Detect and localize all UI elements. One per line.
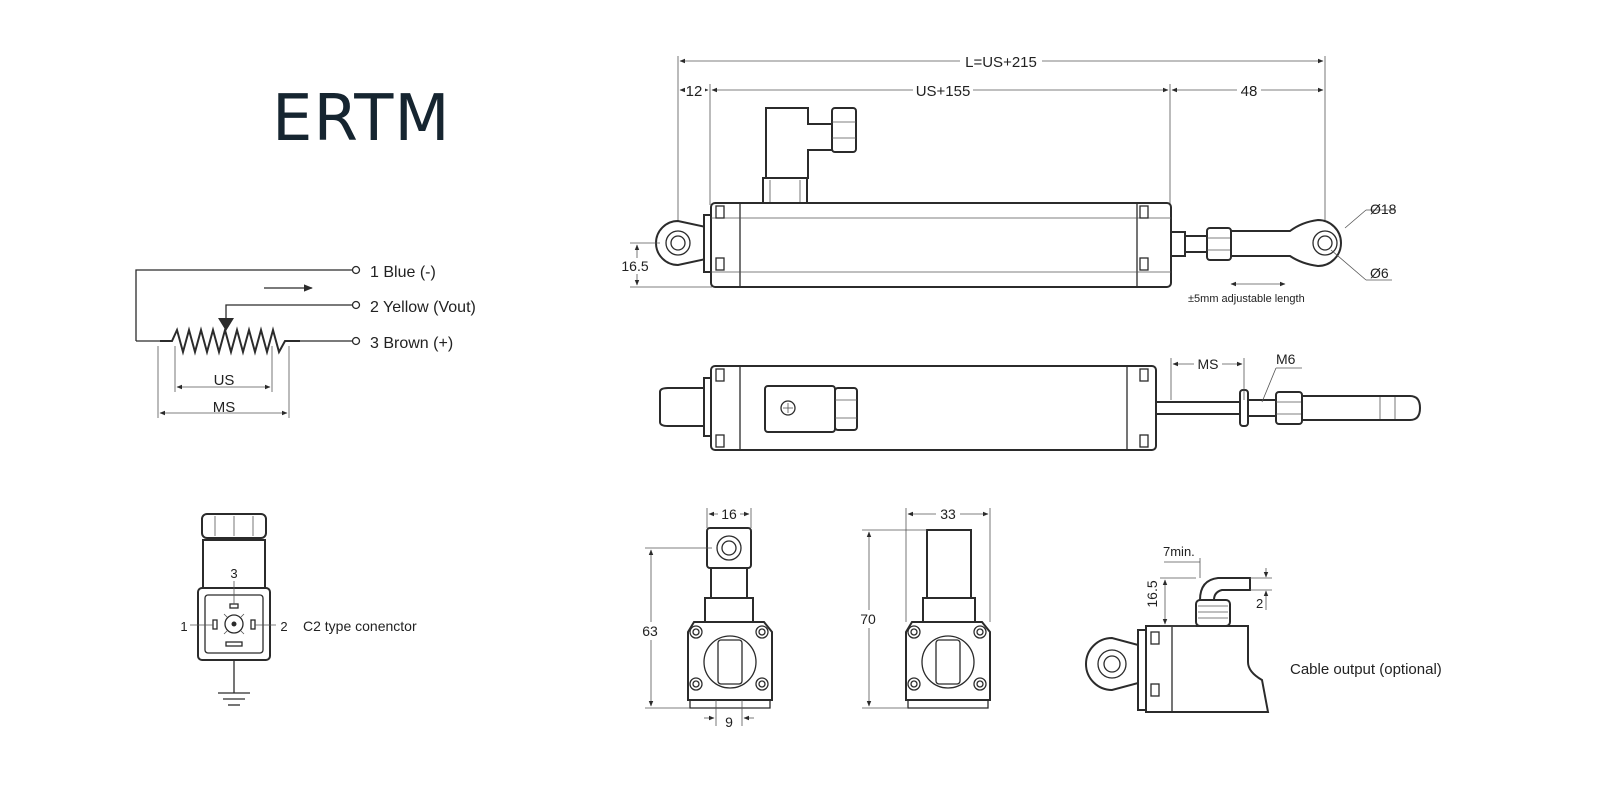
pin-3-terminal bbox=[351, 336, 361, 346]
side-view: L=US+215 12 US+155 48 bbox=[617, 52, 1397, 305]
side-connector-elbow bbox=[765, 107, 833, 179]
connector-pin-1-label: 1 bbox=[180, 619, 187, 634]
resistor-zigzag bbox=[160, 326, 300, 356]
end-view-2-width: 33 bbox=[940, 506, 956, 522]
top-left-eye bbox=[659, 387, 707, 427]
connector-pin-3-label: 3 bbox=[230, 566, 237, 581]
pin-3-label: 3 Brown (+) bbox=[370, 335, 453, 352]
side-housing bbox=[710, 202, 1172, 288]
left-offset-label: 12 bbox=[686, 83, 703, 100]
cable-view-height: 16.5 bbox=[1144, 580, 1160, 607]
cable-gland bbox=[1195, 599, 1231, 627]
side-rod bbox=[1170, 231, 1186, 257]
connector-label: C2 type conenctor bbox=[303, 618, 417, 634]
overall-length-label: L=US+215 bbox=[965, 54, 1037, 71]
pin-2-label: 2 Yellow (Vout) bbox=[370, 299, 476, 316]
right-rod-eye bbox=[1230, 218, 1342, 268]
end-view-1-bottom: 9 bbox=[725, 714, 733, 730]
thread-label: M6 bbox=[1276, 351, 1296, 367]
adjustable-length-note: ±5mm adjustable length bbox=[1188, 293, 1305, 305]
end-view-2-connector bbox=[926, 529, 972, 599]
cable bbox=[1198, 577, 1251, 601]
cable-output-view: 16.5 7min. 2 Cable output (optional) bbox=[1085, 544, 1442, 713]
c2-connector: 3 1 2 C2 type conenctor bbox=[180, 513, 417, 706]
eye-outer-diameter: Ø18 bbox=[1370, 201, 1397, 217]
pin-2-terminal bbox=[351, 300, 361, 310]
stroke-length-label: US+155 bbox=[916, 83, 971, 100]
end-view-2: 33 70 bbox=[856, 506, 991, 709]
connector-ground-pin bbox=[225, 641, 243, 647]
top-view: MS M6 bbox=[659, 351, 1422, 451]
us-label: US bbox=[214, 372, 235, 389]
top-rod bbox=[1155, 401, 1245, 415]
wiper-arrow bbox=[218, 318, 234, 331]
connector-pin-2 bbox=[250, 619, 256, 630]
end-view-1-body bbox=[687, 621, 773, 701]
product-title: ERTM bbox=[272, 82, 451, 156]
connector-pin-2-label: 2 bbox=[280, 619, 287, 634]
left-rod-eye bbox=[655, 219, 707, 267]
pin-1-label: 1 Blue (-) bbox=[370, 264, 436, 281]
cable-view-eye bbox=[1085, 636, 1143, 692]
cable-output-caption: Cable output (optional) bbox=[1290, 661, 1442, 678]
ms-label: MS bbox=[213, 399, 236, 416]
connector-pin-1 bbox=[212, 619, 218, 630]
connector-center bbox=[224, 614, 244, 634]
side-connector-nut bbox=[831, 107, 857, 153]
cable-min-label: 7min. bbox=[1163, 544, 1195, 559]
wire-pin-2 bbox=[225, 304, 352, 320]
end-view-1: 16 63 9 bbox=[638, 506, 773, 730]
cable-offset-label: 2 bbox=[1256, 596, 1263, 611]
top-connector bbox=[764, 385, 836, 433]
end-view-2-body bbox=[905, 621, 991, 701]
right-offset-label: 48 bbox=[1241, 83, 1258, 100]
pin-1-terminal bbox=[351, 265, 361, 275]
side-height-label: 16.5 bbox=[621, 258, 648, 274]
end-view-1-width: 16 bbox=[721, 506, 737, 522]
wiring-schematic: 1 Blue (-) 2 Yellow (Vout) 3 Brown (+) U… bbox=[135, 264, 476, 418]
top-ms-label: MS bbox=[1198, 356, 1219, 372]
cable-view-housing bbox=[1145, 625, 1270, 713]
wire-pin-1 bbox=[135, 269, 352, 341]
top-rod-end bbox=[1301, 395, 1422, 421]
end-view-1-height: 63 bbox=[642, 623, 658, 639]
eye-inner-diameter: Ø6 bbox=[1370, 265, 1389, 281]
end-view-2-height: 70 bbox=[860, 611, 876, 627]
side-lock-nut bbox=[1206, 227, 1232, 261]
